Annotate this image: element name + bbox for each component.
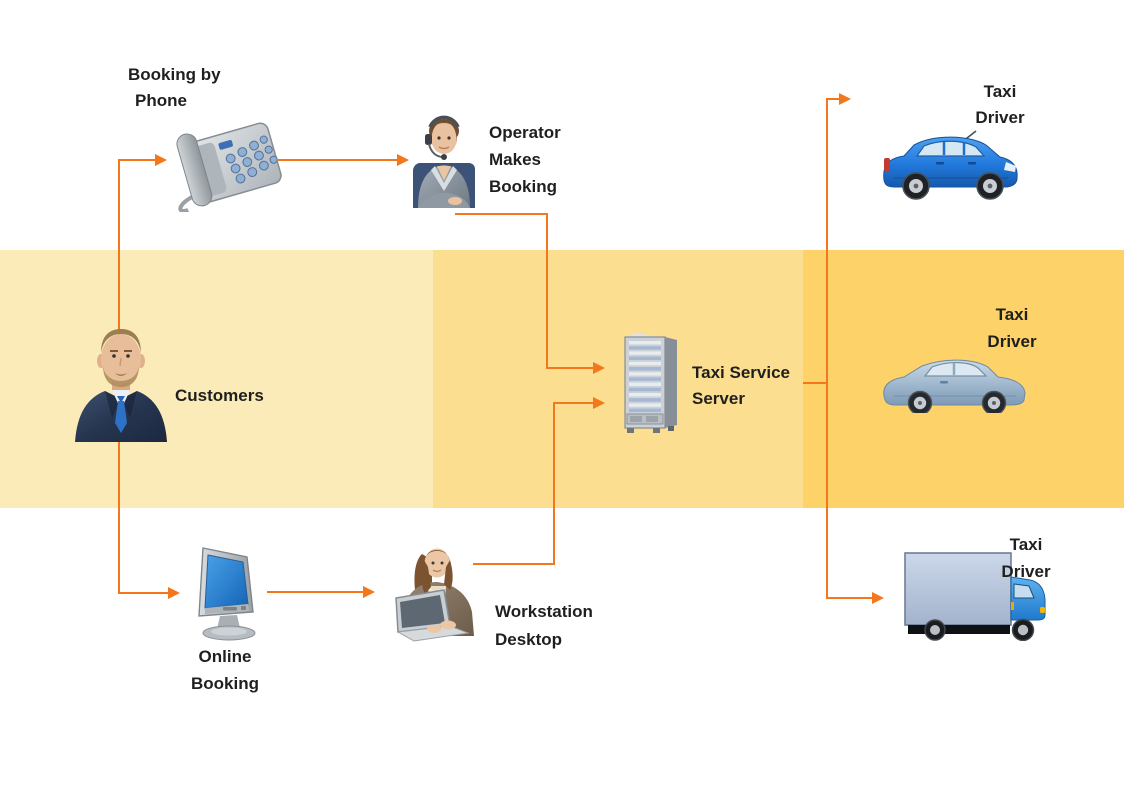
connector-phone-to-operator xyxy=(278,159,400,161)
connector-operator-to-server-in xyxy=(546,367,595,369)
woman-laptop-icon xyxy=(395,548,474,642)
phone-cord xyxy=(178,194,195,212)
connector-to-driver-top xyxy=(826,98,842,100)
arrowhead-into-server-bottom xyxy=(593,397,605,409)
label-operator-makes-booking: Operator Makes Booking xyxy=(489,119,561,200)
arrowhead-into-workstation xyxy=(363,586,375,598)
label-line: Online xyxy=(198,647,252,666)
label-online-booking: Online Booking xyxy=(179,643,271,697)
label-booking-by-phone: Booking by Phone xyxy=(128,62,221,114)
label-taxi-driver-middle: Taxi Driver xyxy=(966,301,1058,355)
label-taxi-driver-top: Taxi Driver xyxy=(954,79,1046,131)
label-taxi-driver-bottom: Taxi Driver xyxy=(980,531,1072,585)
connector-customer-to-phone xyxy=(118,159,158,161)
connector-workstation-to-server-h xyxy=(473,563,555,565)
connector-server-to-junction xyxy=(803,382,828,384)
label-line: Phone xyxy=(135,91,187,110)
label-line: Taxi Service xyxy=(692,363,790,382)
band-customers-zone xyxy=(0,250,433,508)
vehicle-icon-truck xyxy=(904,552,1046,641)
label-line: Makes xyxy=(489,150,541,169)
label-line: Taxi xyxy=(983,82,1017,101)
label-line: Operator xyxy=(489,123,561,142)
connector-monitor-to-workstation xyxy=(267,591,366,593)
label-line: Booking xyxy=(489,177,557,196)
label-line: Taxi xyxy=(1009,535,1043,554)
arrowhead-into-driver-bottom xyxy=(872,592,884,604)
label-line: Customers xyxy=(175,386,264,405)
operator-icon xyxy=(412,115,475,208)
connector-to-driver-bottom xyxy=(826,597,875,599)
monitor-icon xyxy=(198,547,256,641)
vehicle-icon-sedan xyxy=(883,359,1026,413)
connector-workstation-to-server-in xyxy=(553,402,595,404)
arrowhead-into-phone xyxy=(155,154,167,166)
label-line: Taxi xyxy=(995,305,1029,324)
label-line: Booking by xyxy=(128,65,221,84)
band-service-zone xyxy=(433,250,803,508)
connector-drivers-trunk xyxy=(826,98,828,599)
label-workstation-desktop: Workstation Desktop xyxy=(495,598,593,654)
label-line: Booking xyxy=(191,674,259,693)
label-customers: Customers xyxy=(175,383,264,409)
arrowhead-into-monitor xyxy=(168,587,180,599)
connector-operator-to-server-v xyxy=(546,213,548,369)
label-taxi-service-server: Taxi Service Server xyxy=(692,360,790,412)
label-line: Driver xyxy=(975,108,1025,127)
label-line: Desktop xyxy=(495,630,563,649)
label-line: Driver xyxy=(987,332,1037,351)
customer-icon xyxy=(75,329,167,442)
label-line: Driver xyxy=(1001,562,1051,581)
label-line: Workstation xyxy=(495,602,593,621)
connector-workstation-to-server-v xyxy=(553,402,555,565)
arrowhead-into-driver-top xyxy=(839,93,851,105)
connector-operator-to-server-h xyxy=(455,213,548,215)
server-rack-icon xyxy=(624,333,677,433)
vehicle-icon-hatchback xyxy=(883,130,1018,200)
arrowhead-into-operator xyxy=(397,154,409,166)
connector-customer-to-monitor xyxy=(118,592,171,594)
telephone-icon xyxy=(176,122,282,212)
arrowhead-into-server-top xyxy=(593,362,605,374)
label-line: Server xyxy=(692,389,745,408)
